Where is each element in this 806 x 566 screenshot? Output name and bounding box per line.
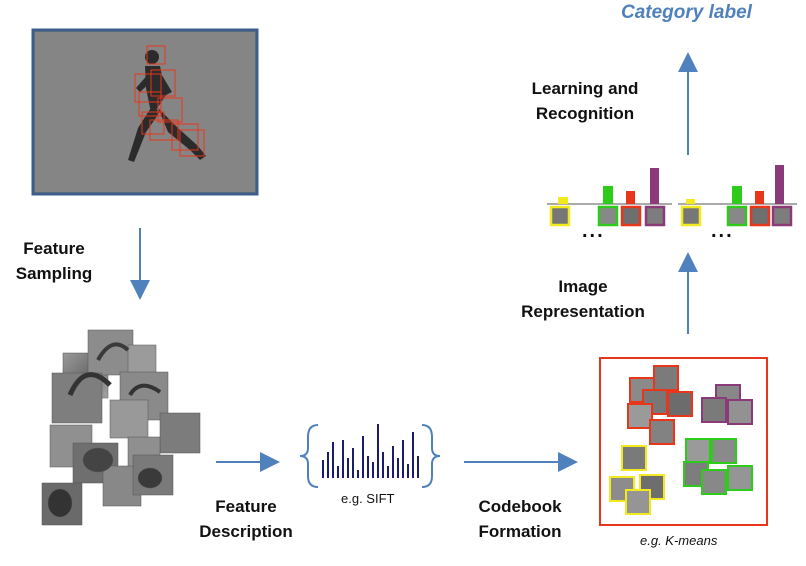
learning-line2: Recognition bbox=[535, 104, 635, 123]
image-rep-line1: Image bbox=[558, 277, 608, 296]
sampling-boxes bbox=[134, 45, 205, 157]
ellipsis-right: ... bbox=[711, 220, 734, 242]
image-rep-line2: Representation bbox=[521, 302, 645, 321]
red-cluster bbox=[627, 365, 693, 445]
patch-collage bbox=[41, 329, 201, 526]
video-frame bbox=[31, 28, 259, 196]
feature-sampling-line2: Sampling bbox=[15, 264, 93, 283]
codebook-line2: Formation bbox=[478, 522, 562, 541]
feature-sampling-line1: Feature bbox=[23, 239, 85, 258]
bow-histogram-right bbox=[678, 165, 797, 227]
ellipsis-left: ... bbox=[582, 220, 605, 242]
learning-recognition-label: Learning and Recognition bbox=[505, 76, 665, 126]
green-cluster bbox=[683, 438, 753, 495]
bow-histogram-left bbox=[547, 168, 672, 227]
codebook-line1: Codebook bbox=[478, 497, 562, 516]
feature-description-line1: Feature bbox=[215, 497, 277, 516]
feature-description-label: Feature Description bbox=[183, 494, 309, 544]
image-representation-label: Image Representation bbox=[503, 274, 663, 324]
category-label: Category label bbox=[621, 2, 752, 23]
learning-line1: Learning and bbox=[531, 79, 639, 98]
purple-cluster bbox=[701, 384, 753, 425]
sift-histogram-icon bbox=[299, 424, 441, 488]
sift-note: e.g. SIFT bbox=[341, 491, 395, 506]
feature-description-line2: Description bbox=[199, 522, 293, 541]
feature-sampling-label: Feature Sampling bbox=[0, 236, 108, 286]
codebook-formation-label: Codebook Formation bbox=[460, 494, 580, 544]
codebook-box bbox=[599, 357, 768, 526]
yellow-cluster bbox=[609, 445, 665, 515]
kmeans-note: e.g. K-means bbox=[640, 533, 718, 548]
